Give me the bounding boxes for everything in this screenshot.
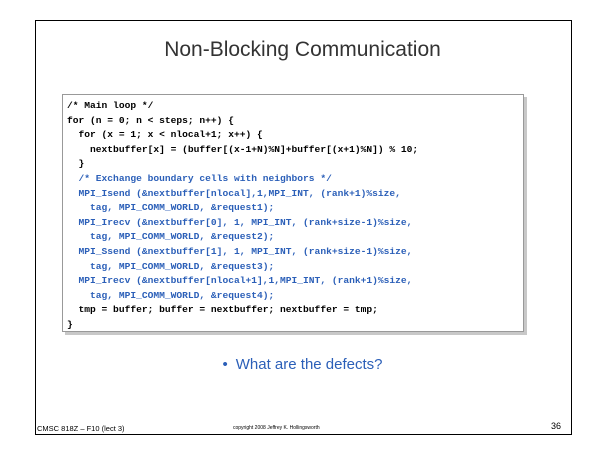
- code-line: }: [67, 158, 85, 170]
- footer-copyright: copyright 2008 Jeffrey K. Hollingsworth: [233, 425, 320, 431]
- code-line: tag, MPI_COMM_WORLD, &request4);: [67, 289, 275, 301]
- code-line: MPI_Irecv (&nextbuffer[nlocal+1],1,MPI_I…: [67, 275, 413, 287]
- code-line: MPI_Ssend (&nextbuffer[1], 1, MPI_INT, (…: [67, 245, 413, 257]
- code-line: MPI_Irecv (&nextbuffer[0], 1, MPI_INT, (…: [67, 216, 413, 228]
- code-line: }: [67, 318, 73, 330]
- code-line: nextbuffer[x] = (buffer[(x-1+N)%N]+buffe…: [67, 143, 419, 155]
- code-line: tag, MPI_COMM_WORLD, &request1);: [67, 202, 275, 214]
- code-line: /* Main loop */: [67, 100, 154, 111]
- code-line: tmp = buffer; buffer = nextbuffer; nextb…: [67, 304, 378, 316]
- code-line: for (n = 0; n < steps; n++) {: [67, 114, 234, 126]
- code-line: tag, MPI_COMM_WORLD, &request3);: [67, 260, 275, 272]
- footer-course: CMSC 818Z – F10 (lect 3): [37, 424, 125, 433]
- slide-title: Non-Blocking Communication: [164, 38, 441, 61]
- code-line: MPI_Isend (&nextbuffer[nlocal],1,MPI_INT…: [67, 187, 401, 199]
- footer-page-number: 36: [551, 421, 562, 431]
- bullet-symbol: •: [222, 356, 228, 373]
- bullet-text: What are the defects?: [235, 356, 383, 373]
- bullet-item: • What are the defects?: [0, 356, 605, 373]
- code-block: /* Main loop */ for (n = 0; n < steps; n+…: [62, 94, 524, 332]
- code-line: /* Exchange boundary cells with neighbor…: [67, 172, 332, 184]
- code-line: for (x = 1; x < nlocal+1; x++) {: [67, 129, 263, 141]
- code-listing: /* Main loop */ for (n = 0; n < steps; n+…: [67, 99, 418, 333]
- code-line: tag, MPI_COMM_WORLD, &request2);: [67, 231, 275, 243]
